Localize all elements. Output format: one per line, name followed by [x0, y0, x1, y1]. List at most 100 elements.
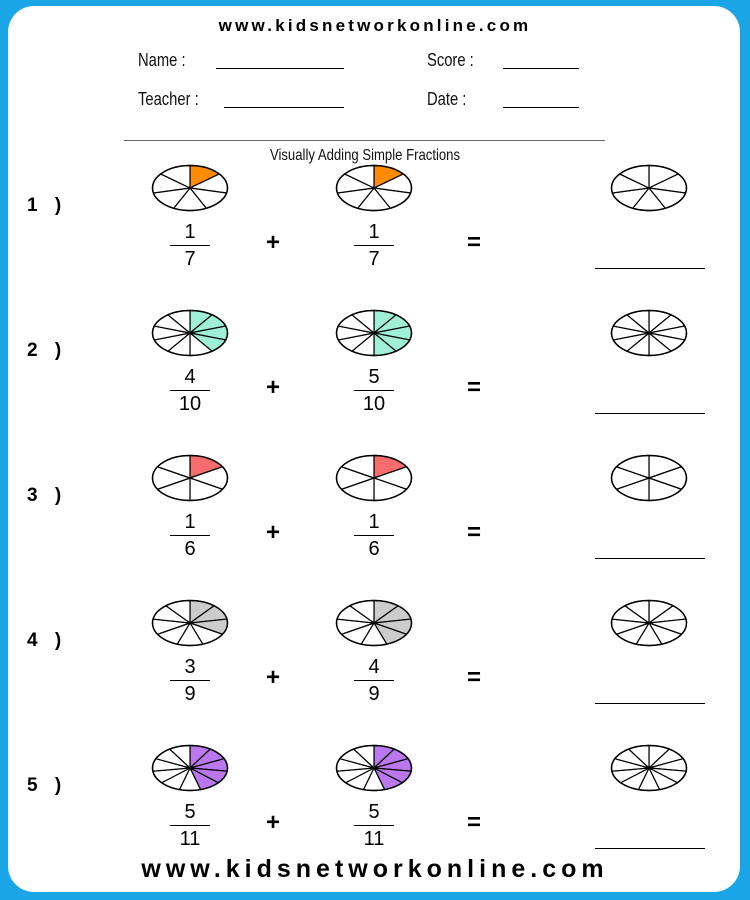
answer-pie	[610, 164, 688, 212]
equals-sign: =	[467, 519, 482, 546]
pie-outline	[335, 454, 413, 502]
pie-outline	[151, 744, 229, 792]
pie-outline	[610, 744, 688, 792]
fraction-pie-b	[335, 599, 413, 647]
fraction-pie-a	[151, 309, 229, 357]
pie-outline	[610, 599, 688, 647]
fraction-bar	[170, 825, 210, 826]
pie-outline	[335, 744, 413, 792]
date-blank[interactable]	[503, 107, 579, 108]
pie-outline	[335, 309, 413, 357]
footer-url: www.kidsnetworkonline.com	[141, 855, 609, 883]
pie-outline	[335, 164, 413, 212]
answer-blank[interactable]	[595, 848, 705, 849]
numerator: 1	[368, 221, 380, 243]
fraction-bar	[354, 680, 394, 681]
denominator: 6	[184, 538, 196, 560]
fraction-bar	[170, 535, 210, 536]
equals-sign: =	[467, 664, 482, 691]
worksheet-title: Visually Adding Simple Fractions	[269, 147, 461, 164]
problem-number: 2 )	[27, 340, 68, 361]
fraction-bar	[354, 245, 394, 246]
teacher-label: Teacher :	[138, 89, 199, 109]
pie-outline	[151, 454, 229, 502]
equals-sign: =	[467, 229, 482, 256]
pie-outline	[335, 599, 413, 647]
answer-pie	[610, 744, 688, 792]
fraction-pie-b	[335, 164, 413, 212]
answer-blank[interactable]	[595, 413, 705, 414]
answer-pie	[610, 599, 688, 647]
answer-blank[interactable]	[595, 268, 705, 269]
fraction-bar	[354, 390, 394, 391]
denominator: 11	[179, 828, 201, 850]
answer-blank[interactable]	[595, 558, 705, 559]
fraction-bar	[354, 535, 394, 536]
teacher-blank[interactable]	[224, 107, 344, 108]
denominator: 11	[363, 828, 385, 850]
denominator: 10	[362, 393, 386, 415]
fraction-bar	[170, 245, 210, 246]
pie-outline	[151, 599, 229, 647]
fraction-pie-a	[151, 454, 229, 502]
answer-blank[interactable]	[595, 703, 705, 704]
name-label: Name :	[138, 50, 186, 70]
numerator: 4	[184, 366, 196, 388]
problem-number: 5 )	[27, 775, 68, 796]
pie-outline	[610, 309, 688, 357]
pie-outline	[151, 309, 229, 357]
name-blank[interactable]	[216, 68, 344, 69]
denominator: 10	[178, 393, 202, 415]
denominator: 6	[368, 538, 380, 560]
denominator: 9	[368, 683, 380, 705]
denominator: 9	[184, 683, 196, 705]
numerator: 4	[368, 656, 380, 678]
denominator: 7	[368, 248, 380, 270]
fraction-bar	[170, 390, 210, 391]
fraction-pie-b	[335, 454, 413, 502]
header-url: www.kidsnetworkonline.com	[218, 16, 532, 35]
date-label: Date :	[427, 89, 467, 109]
plus-sign: +	[266, 519, 281, 546]
fraction-pie-a	[151, 164, 229, 212]
fraction-pie-a	[151, 599, 229, 647]
pie-outline	[610, 164, 688, 212]
equals-sign: =	[467, 809, 482, 836]
score-label: Score :	[427, 50, 474, 70]
numerator: 5	[368, 366, 380, 388]
answer-pie	[610, 309, 688, 357]
numerator: 1	[184, 221, 196, 243]
answer-pie	[610, 454, 688, 502]
numerator: 1	[368, 511, 380, 533]
plus-sign: +	[266, 809, 281, 836]
score-blank[interactable]	[503, 68, 579, 69]
plus-sign: +	[266, 229, 281, 256]
fraction-pie-b	[335, 309, 413, 357]
fraction-bar	[354, 825, 394, 826]
denominator: 7	[184, 248, 196, 270]
fraction-pie-b	[335, 744, 413, 792]
plus-sign: +	[266, 374, 281, 401]
fraction-pie-a	[151, 744, 229, 792]
problem-number: 1 )	[27, 195, 68, 216]
equals-sign: =	[467, 374, 482, 401]
header-divider	[124, 140, 605, 141]
numerator: 5	[368, 801, 380, 823]
problem-number: 3 )	[27, 485, 68, 506]
pie-outline	[151, 164, 229, 212]
fraction-bar	[170, 680, 210, 681]
problem-number: 4 )	[27, 630, 68, 651]
numerator: 5	[184, 801, 196, 823]
pie-outline	[610, 454, 688, 502]
numerator: 3	[184, 656, 196, 678]
